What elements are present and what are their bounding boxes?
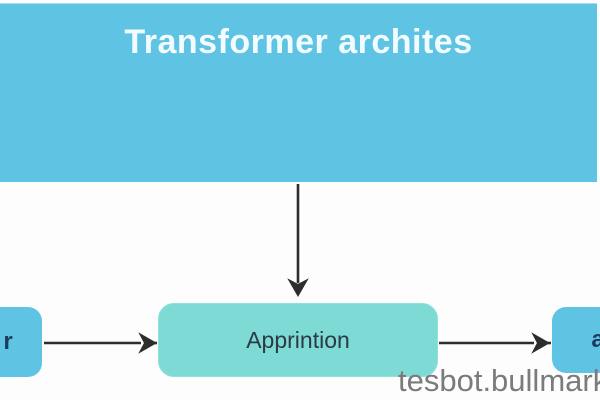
- right-node: a: [552, 307, 600, 373]
- left-node: r: [0, 307, 42, 377]
- arrow-down-icon: [287, 184, 309, 298]
- arrow-right-icon-right: [439, 332, 551, 354]
- center-node-label: Apprintion: [246, 326, 350, 353]
- watermark-text: tesbot.bullmark: [398, 363, 600, 398]
- title-box-node: Transformer archites: [0, 3, 597, 182]
- right-node-label: a: [591, 326, 600, 353]
- left-node-label: r: [3, 328, 13, 355]
- center-node: Apprintion: [158, 303, 438, 377]
- diagram-title: Transformer archites: [124, 23, 473, 61]
- arrow-right-icon-left: [44, 332, 158, 354]
